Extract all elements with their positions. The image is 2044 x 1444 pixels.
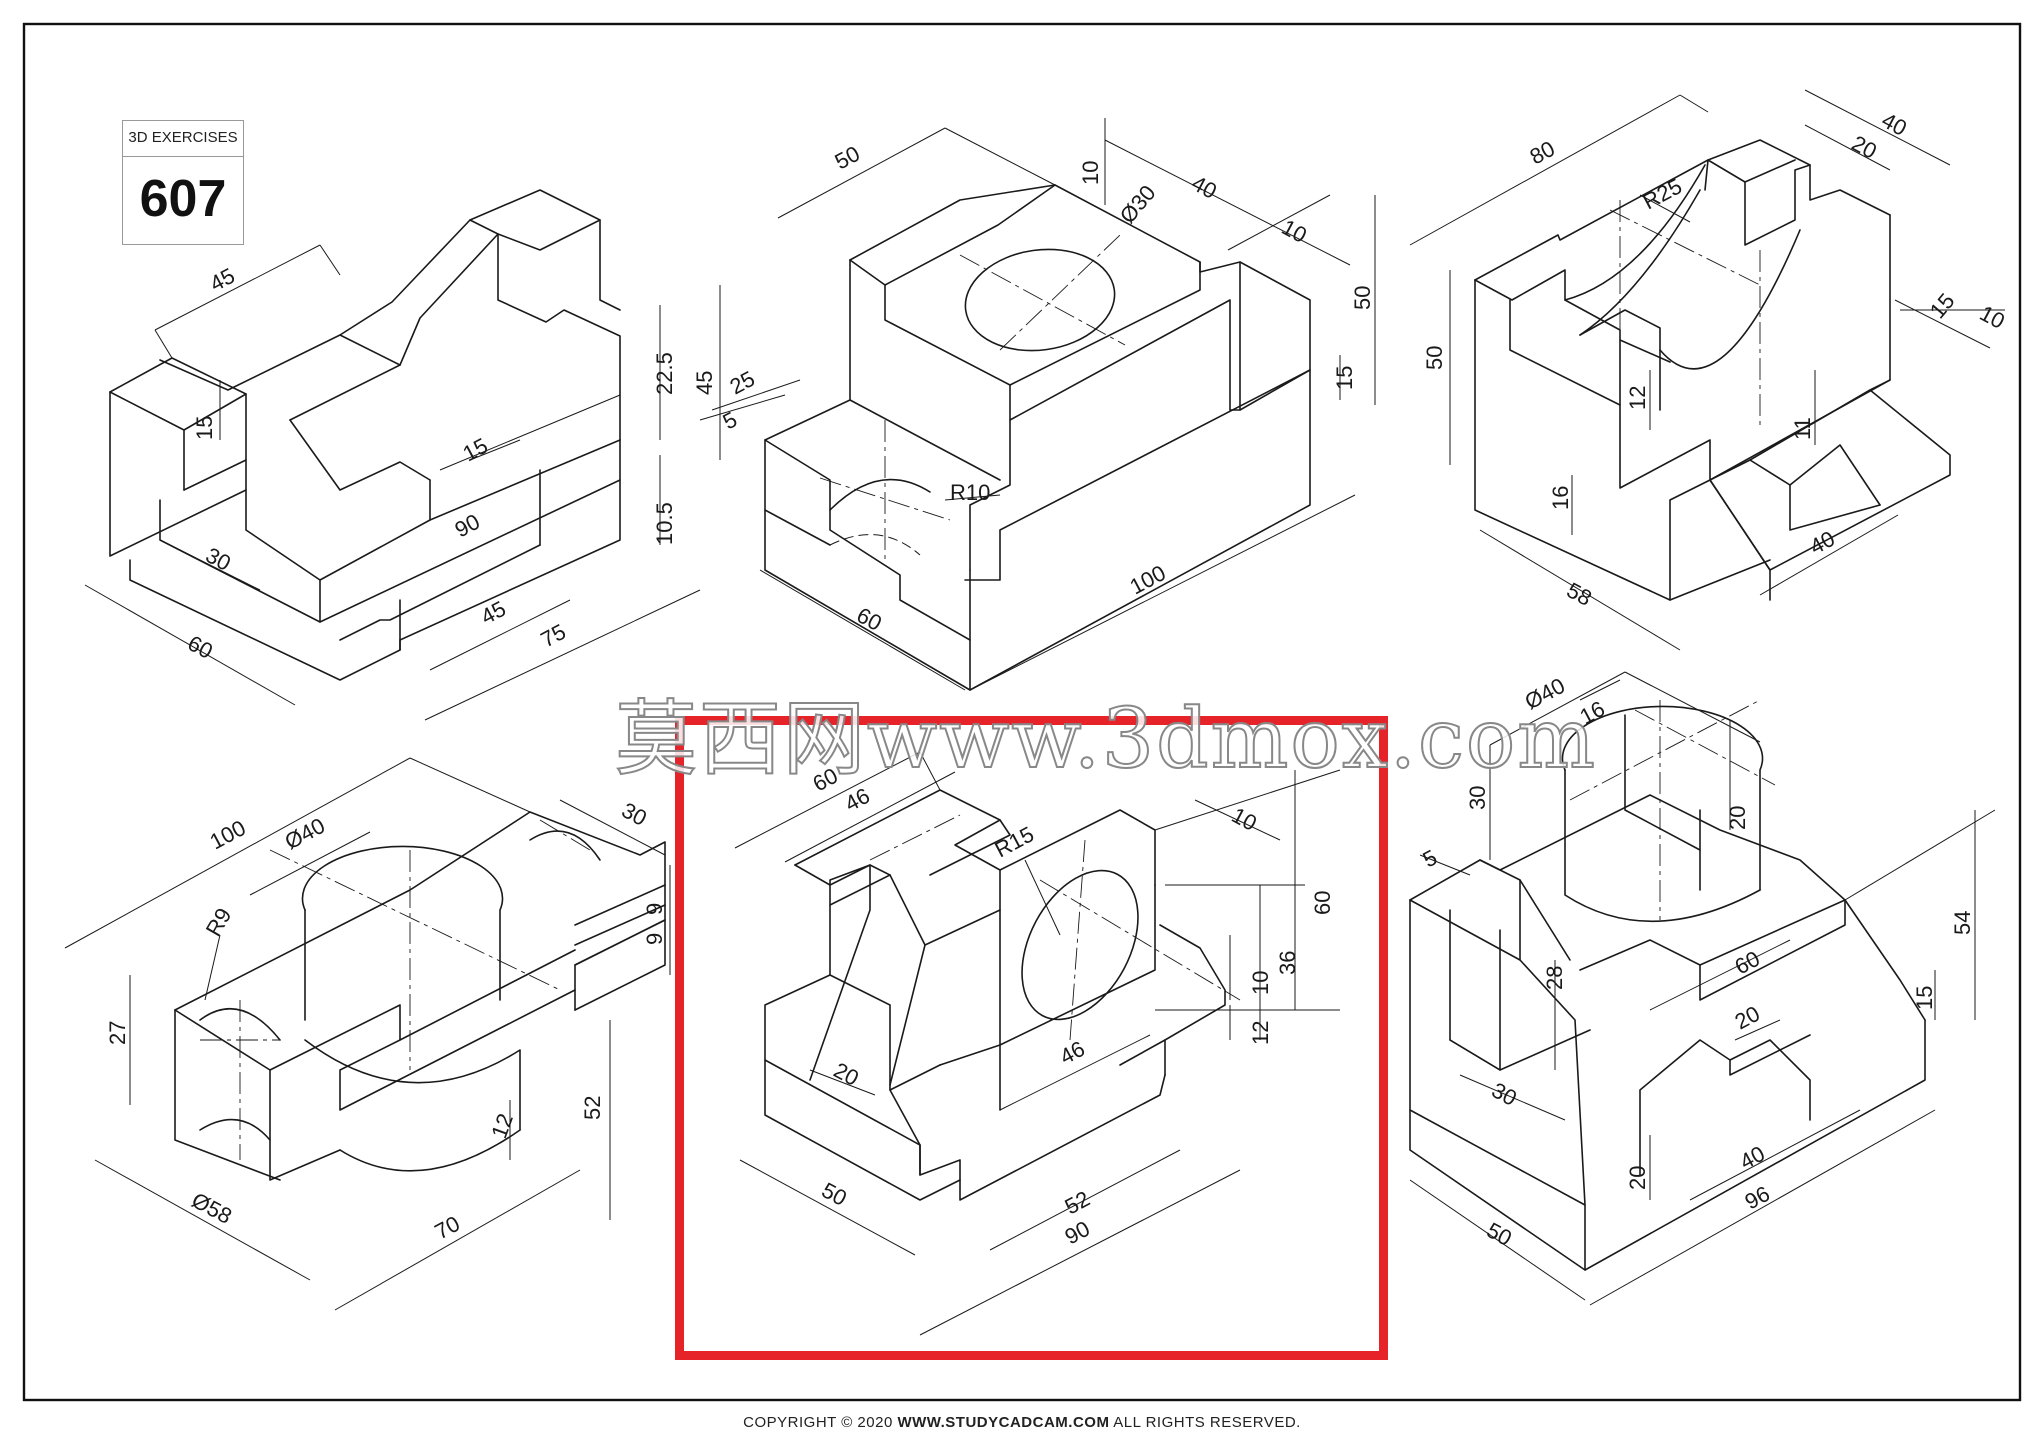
dim-d6-5: 54 bbox=[1950, 911, 1975, 935]
dim-d6-14: 96 bbox=[1741, 1181, 1774, 1215]
title-block: 3D EXERCISES 607 bbox=[122, 120, 244, 245]
dim-d2-7: 5 bbox=[719, 407, 742, 435]
dim-d5-6: 10 bbox=[1248, 971, 1273, 995]
dim-d6-6: 28 bbox=[1542, 966, 1567, 990]
dim-d2-11: 100 bbox=[1126, 560, 1170, 599]
selection-highlight-box bbox=[675, 716, 1388, 1360]
dim-d3-4: 50 bbox=[1422, 346, 1447, 370]
dim-d1-2: 45 bbox=[692, 371, 717, 395]
dim-d1-7: 30 bbox=[202, 542, 235, 576]
dim-d4-8: 52 bbox=[580, 1096, 605, 1120]
copyright-footer: COPYRIGHT © 2020 WWW.STUDYCADCAM.COM ALL… bbox=[0, 1414, 2044, 1431]
dim-d4-7: 12 bbox=[486, 1110, 518, 1142]
dim-d3-9: 16 bbox=[1548, 486, 1573, 510]
dim-d5-5: 36 bbox=[1275, 951, 1300, 975]
dim-d2-2: 40 bbox=[1188, 170, 1221, 204]
dim-d3-10: 40 bbox=[1806, 526, 1839, 560]
dim-d3-7: 12 bbox=[1625, 386, 1650, 410]
dim-d4-2: 30 bbox=[618, 797, 651, 831]
footer-site: WWW.STUDYCADCAM.COM bbox=[897, 1414, 1110, 1431]
dim-d2-5: 50 bbox=[1350, 286, 1375, 310]
title-block-label: 3D EXERCISES bbox=[128, 129, 238, 146]
dim-d4-3: R9 bbox=[201, 904, 237, 941]
title-block-divider bbox=[123, 156, 243, 157]
dim-d3-2: 20 bbox=[1848, 130, 1881, 164]
dim-d1-6: 10.5 bbox=[652, 502, 677, 545]
dim-d1-4: 15 bbox=[459, 433, 492, 467]
dim-d2-10: 60 bbox=[853, 602, 886, 636]
dim-d6-3: 20 bbox=[1725, 806, 1750, 830]
sheet-border bbox=[22, 22, 2022, 1402]
dim-d1-0: 45 bbox=[206, 263, 239, 297]
drawing-6: Ø40 16 30 20 5 54 28 60 20 15 30 20 40 5… bbox=[1409, 671, 1996, 1306]
footer-prefix: COPYRIGHT © 2020 bbox=[743, 1414, 898, 1431]
drawing-3: 80 40 20 R25 50 15 10 12 11 16 40 58 bbox=[1409, 89, 2009, 651]
dim-d2-9: 15 bbox=[1332, 366, 1357, 390]
dim-d6-4: 5 bbox=[1419, 845, 1442, 873]
dim-d6-9: 15 bbox=[1912, 986, 1937, 1010]
dim-d6-11: 20 bbox=[1625, 1166, 1650, 1190]
dim-d3-6: 10 bbox=[1976, 300, 2009, 334]
drawing-4: 100 Ø40 30 R9 9 9 27 12 52 Ø58 70 bbox=[64, 757, 671, 1311]
dim-d4-6: 27 bbox=[105, 1021, 130, 1045]
dim-d4-4: 9 bbox=[642, 903, 667, 915]
dim-d4-1: Ø40 bbox=[281, 813, 329, 855]
dim-d6-7: 60 bbox=[1731, 946, 1764, 980]
dim-d1-5: 90 bbox=[451, 509, 484, 543]
drawing-1: 45 22.5 45 15 15 90 10.5 30 60 45 75 bbox=[84, 189, 721, 721]
dim-d2-8: R10 bbox=[950, 480, 990, 505]
watermark: 莫西网www.3dmox.com bbox=[614, 691, 1598, 788]
dim-d3-0: 80 bbox=[1526, 136, 1559, 170]
dim-d6-2: 30 bbox=[1465, 786, 1490, 810]
exercise-number: 607 bbox=[139, 170, 227, 228]
dim-d6-13: 50 bbox=[1483, 1217, 1516, 1251]
dim-d2-0: 50 bbox=[831, 141, 864, 175]
dim-d4-0: 100 bbox=[206, 815, 250, 854]
dim-d6-10: 30 bbox=[1488, 1077, 1521, 1111]
dim-d3-8: 11 bbox=[1790, 417, 1815, 440]
drawing-2: 50 10 40 Ø30 10 50 25 5 R10 15 60 100 bbox=[699, 118, 1376, 691]
dim-d3-1: 40 bbox=[1878, 107, 1911, 141]
dim-d1-8: 60 bbox=[184, 630, 217, 664]
dim-d4-9: Ø58 bbox=[188, 1187, 236, 1229]
dim-d1-3: 15 bbox=[192, 416, 217, 440]
dim-d5-7: 12 bbox=[1248, 1021, 1273, 1045]
dim-d4-5: 9 bbox=[642, 933, 667, 945]
dim-d1-10: 75 bbox=[537, 619, 570, 653]
dim-d5-4: 60 bbox=[1310, 891, 1335, 915]
dim-d1-1: 22.5 bbox=[652, 352, 677, 395]
dim-d2-6: 25 bbox=[726, 366, 759, 400]
dim-d1-9: 45 bbox=[477, 596, 510, 630]
dim-d3-3: R25 bbox=[1639, 173, 1686, 214]
dim-d2-1: 10 bbox=[1078, 161, 1103, 185]
footer-suffix: ALL RIGHTS RESERVED. bbox=[1109, 1414, 1301, 1431]
